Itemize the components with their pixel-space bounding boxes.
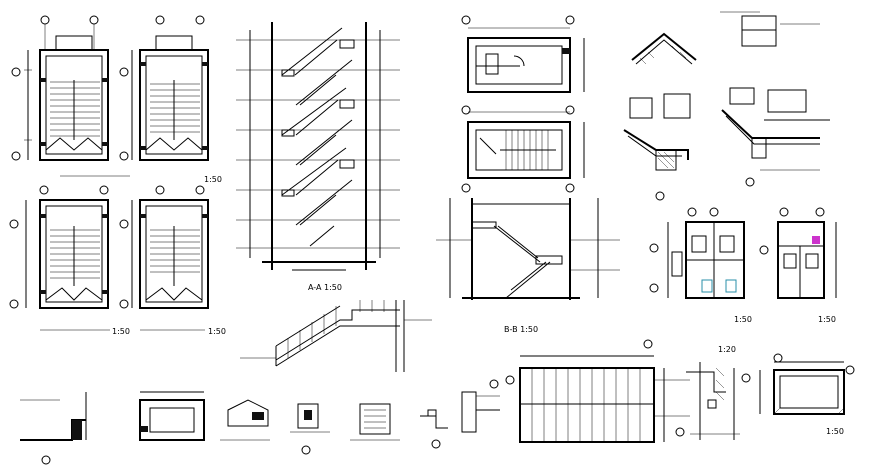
stair-flight-plan-bottom bbox=[505, 339, 690, 443]
stair-plan-4 bbox=[119, 185, 209, 331]
wall-base-detail-1 bbox=[20, 392, 87, 465]
stair-nosing-detail bbox=[675, 362, 751, 440]
stair-landing-plan-top bbox=[461, 15, 585, 115]
scale-label-plan-bl: 1:50 bbox=[112, 327, 130, 336]
stair-plan-1 bbox=[11, 15, 130, 177]
drain-detail bbox=[350, 403, 400, 441]
pit-detail bbox=[759, 353, 855, 415]
section-bb-label: B-B 1:50 bbox=[504, 325, 538, 334]
column-detail bbox=[290, 403, 330, 455]
stair-plan-2 bbox=[119, 15, 209, 161]
stair-plan-3 bbox=[9, 185, 110, 331]
step-edge-detail bbox=[420, 409, 448, 449]
toilet-plan-left bbox=[649, 207, 745, 299]
scale-label-plan-top: 1:50 bbox=[204, 175, 222, 184]
parapet-detail bbox=[461, 379, 500, 433]
detail-br-scale: 1:50 bbox=[826, 427, 844, 436]
stair-plan-middle bbox=[461, 111, 585, 193]
toilet-left-scale: 1:50 bbox=[734, 315, 752, 324]
wall-base-detail-2 bbox=[139, 391, 205, 441]
detail-small-scale: 1:20 bbox=[718, 345, 736, 354]
toilet-plan-right bbox=[759, 207, 837, 299]
stair-section-aa bbox=[236, 22, 400, 271]
stair-section-bb bbox=[436, 198, 620, 300]
lintel-detail bbox=[220, 399, 270, 441]
toilet-right-scale: 1:50 bbox=[818, 315, 836, 324]
ramp-stair-section bbox=[240, 300, 432, 372]
section-aa-label: A-A 1:50 bbox=[308, 283, 342, 292]
roof-ridge-detail bbox=[631, 11, 820, 65]
scale-label-plan-br: 1:50 bbox=[208, 327, 226, 336]
eave-details bbox=[623, 87, 830, 201]
